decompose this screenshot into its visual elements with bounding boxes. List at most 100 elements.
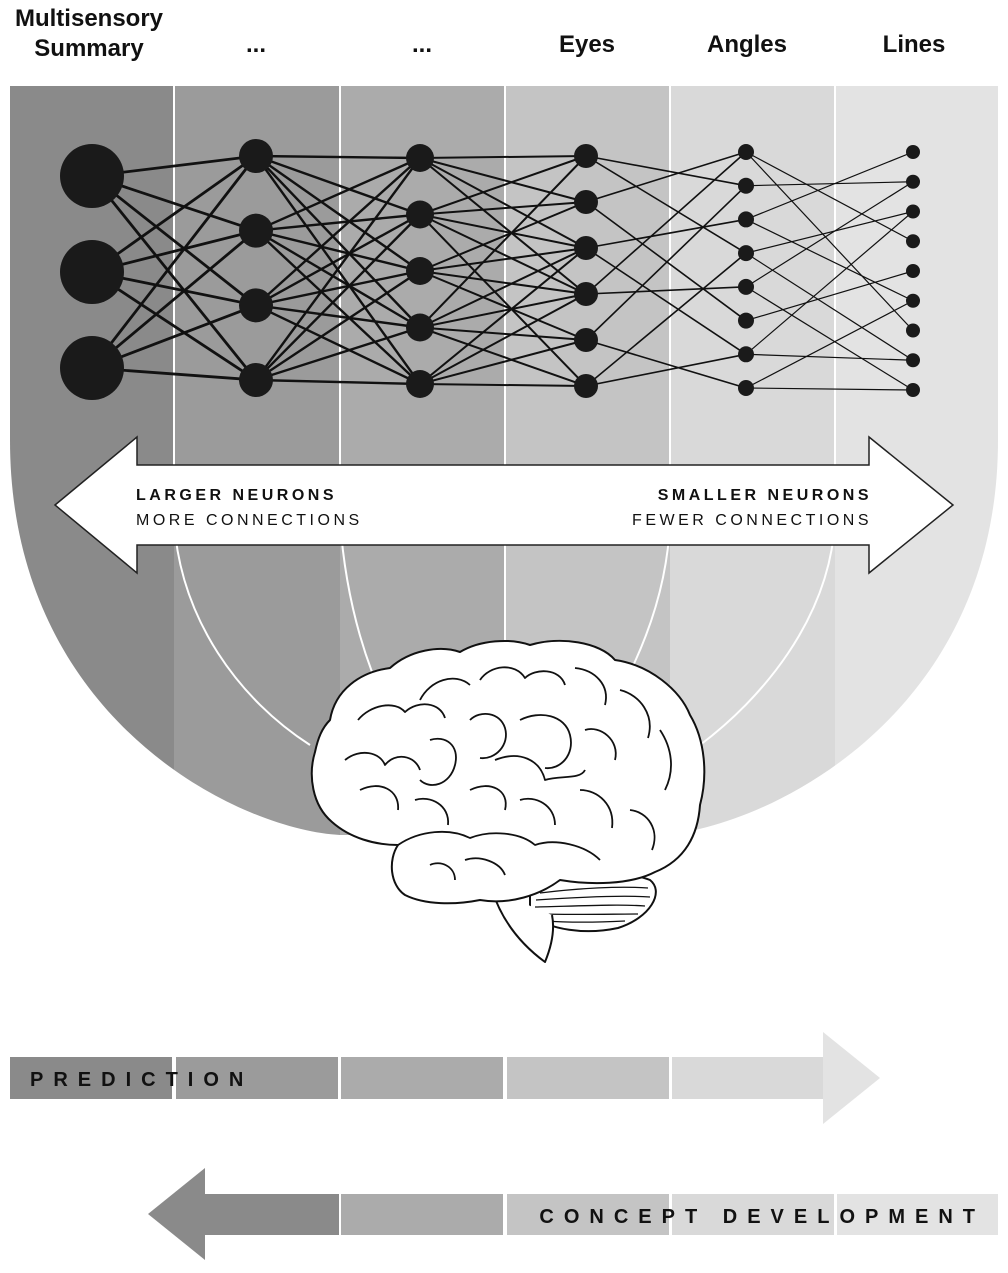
- connection-l2-0-1: [419, 157, 587, 203]
- neuron-l3-2: [574, 236, 598, 260]
- neuron-l2-2: [406, 257, 434, 285]
- column-header-multisensory-summary: Multisensory Summary: [14, 5, 164, 62]
- neuron-size-double-arrow: LARGER NEURONS MORE CONNECTIONS SMALLER …: [53, 435, 955, 575]
- connection-l2-0-0: [419, 155, 587, 159]
- connection-l4-1-1: [745, 181, 914, 187]
- connection-l2-3-2: [419, 247, 587, 329]
- concept-segment-3: [672, 1194, 834, 1235]
- prediction-segment-4: [672, 1057, 824, 1099]
- connection-l1-2-3: [255, 304, 421, 329]
- connection-l0-2-1: [91, 229, 257, 370]
- concept-development-bar: CONCEPT DEVELOPMENT: [148, 1168, 998, 1260]
- connection-l1-2-4: [255, 304, 421, 386]
- connection-l3-2-6: [585, 247, 747, 355]
- neuron-l5-7: [906, 353, 920, 368]
- prediction-arrowhead: [823, 1032, 880, 1124]
- concept-arrowhead: [148, 1168, 205, 1260]
- column-header-angles: Angles: [706, 31, 787, 58]
- double-arrow-shape: [53, 435, 955, 575]
- connection-l4-4-8: [745, 286, 914, 391]
- smaller-neurons-label: SMALLER NEURONS: [658, 487, 872, 504]
- connection-l3-2-2: [585, 218, 747, 249]
- connection-l4-3-2: [745, 210, 914, 254]
- neuron-l4-4: [738, 278, 754, 295]
- prediction-label: PREDICTION: [30, 1069, 253, 1091]
- connection-l4-4-1: [745, 181, 914, 288]
- neuron-l2-4: [406, 370, 434, 398]
- connection-l3-1-5: [585, 201, 747, 322]
- connection-l1-3-0: [255, 157, 421, 381]
- neuron-l3-0: [574, 144, 598, 168]
- connection-l2-1-5: [419, 213, 587, 387]
- neuron-l4-7: [738, 380, 754, 396]
- connection-l2-2-2: [419, 247, 587, 272]
- connection-l2-0-2: [419, 157, 587, 249]
- connection-l4-5-4: [745, 270, 914, 322]
- connection-l3-4-1: [585, 185, 747, 341]
- neuron-l5-3: [906, 234, 920, 249]
- connection-l1-1-2: [255, 229, 421, 273]
- connection-l1-1-3: [255, 229, 421, 329]
- connection-l2-4-4: [419, 339, 587, 385]
- connection-l3-4-7: [585, 339, 747, 389]
- connection-l1-0-1: [255, 154, 421, 216]
- neuron-l5-0: [906, 145, 920, 159]
- connection-l2-2-4: [419, 270, 587, 341]
- more-connections-label: MORE CONNECTIONS: [136, 512, 363, 529]
- neuron-l3-4: [574, 328, 598, 352]
- column-band-1: [174, 86, 340, 835]
- connection-l2-4-3: [419, 293, 587, 385]
- connection-l2-1-3: [419, 213, 587, 295]
- connection-l1-0-2: [255, 155, 421, 272]
- connection-l4-6-7: [745, 353, 914, 361]
- neuron-l3-3: [574, 282, 598, 306]
- connection-l0-2-0: [90, 155, 258, 369]
- neuron-l1-1: [239, 213, 273, 248]
- neuron-l4-2: [738, 211, 754, 228]
- connection-l4-0-6: [745, 151, 914, 331]
- column-band-4: [670, 86, 835, 835]
- connection-l2-1-2: [419, 213, 587, 249]
- network-neurons: [60, 139, 920, 400]
- concept-segment-0: [205, 1194, 339, 1235]
- connection-l2-4-5: [419, 383, 587, 387]
- larger-neurons-label: LARGER NEURONS: [136, 487, 337, 504]
- connection-l3-5-6: [585, 353, 747, 387]
- connection-l1-0-3: [255, 155, 421, 329]
- connection-l1-2-0: [255, 157, 421, 307]
- neuron-l3-5: [574, 374, 598, 398]
- neuron-l2-0: [406, 144, 434, 172]
- connection-l1-2-1: [255, 213, 421, 307]
- neuron-l1-0: [239, 139, 273, 173]
- neuron-l1-3: [239, 363, 273, 397]
- connection-l2-3-5: [419, 326, 587, 387]
- connection-l1-3-4: [255, 378, 421, 386]
- connection-l2-2-1: [419, 201, 587, 272]
- connection-l1-2-2: [255, 269, 421, 307]
- column-header-ellipsis-2: ...: [411, 31, 432, 58]
- connection-l2-3-4: [419, 326, 587, 341]
- prediction-segment-1: [176, 1057, 338, 1099]
- connection-l1-1-0: [255, 156, 421, 232]
- connection-l1-1-4: [255, 229, 421, 385]
- connection-l4-7-5: [745, 300, 914, 389]
- neuron-l0-1: [60, 240, 124, 304]
- neuron-l5-1: [906, 174, 920, 189]
- column-header-ellipsis-1: ...: [245, 31, 266, 58]
- neuron-l5-4: [906, 264, 920, 278]
- neuron-l4-1: [738, 177, 754, 194]
- connection-l1-3-3: [255, 326, 421, 382]
- prediction-bar: PREDICTION: [10, 1032, 880, 1124]
- concept-segment-1: [341, 1194, 503, 1235]
- concept-segments: [205, 1194, 998, 1235]
- connection-l3-1-0: [585, 151, 747, 203]
- brain-stem: [491, 889, 555, 963]
- brain-illustration: [310, 639, 706, 963]
- connection-l4-0-3: [745, 151, 914, 242]
- connection-l4-6-2: [745, 211, 914, 355]
- neuron-l4-5: [738, 312, 754, 329]
- neuron-l3-1: [574, 190, 598, 214]
- connection-l4-2-5: [745, 218, 914, 302]
- connection-l3-0-3: [585, 155, 747, 254]
